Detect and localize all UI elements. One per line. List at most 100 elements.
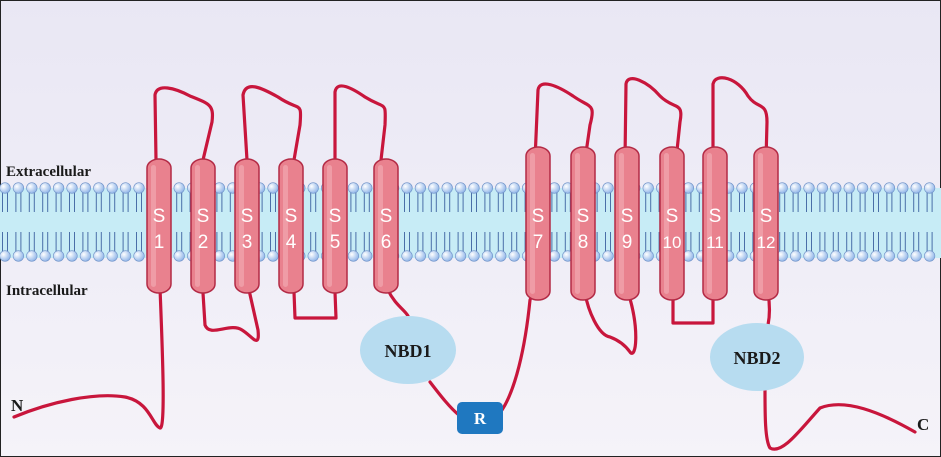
chain-loop xyxy=(153,86,215,162)
lipid-head xyxy=(883,182,896,194)
lipid-tail xyxy=(95,232,102,252)
segment-letter: S xyxy=(329,206,342,227)
lipid-head xyxy=(307,250,319,262)
lipid-head xyxy=(66,250,78,262)
lipid-head xyxy=(843,250,855,262)
lipid-head xyxy=(830,250,842,262)
lipid-tail xyxy=(136,192,142,212)
lipid-tail xyxy=(913,192,920,212)
segment-s1: S1 xyxy=(146,158,172,294)
lipid-tail xyxy=(899,232,906,252)
lipid-head xyxy=(789,250,802,262)
lipid-tail xyxy=(136,232,142,252)
lipid-tail xyxy=(216,232,223,252)
segment-number: 8 xyxy=(578,232,589,253)
segment-s4: S4 xyxy=(278,158,304,294)
lipid-tail xyxy=(404,192,410,212)
lipid-tail xyxy=(819,192,826,212)
lipid-tail xyxy=(859,232,866,252)
segment-s8: S8 xyxy=(570,146,596,301)
lipid-tail xyxy=(832,232,839,252)
nbd2-label: NBD2 xyxy=(733,348,780,368)
lipid-tail xyxy=(122,232,129,252)
lipid-head xyxy=(133,182,145,194)
lipid-head xyxy=(414,250,427,262)
lipid-head xyxy=(79,250,91,262)
segment-number: 4 xyxy=(286,232,297,253)
lipid-tail xyxy=(457,192,464,212)
lipid-tail xyxy=(2,192,8,212)
lipid-head xyxy=(52,182,65,194)
segment-highlight xyxy=(378,165,383,287)
chain-loop xyxy=(241,85,303,162)
lipid-head xyxy=(0,250,11,262)
chain-loop xyxy=(12,286,165,430)
lipid-tail xyxy=(430,232,437,252)
lipid-bilayer xyxy=(0,182,941,262)
lipid-tail xyxy=(82,192,89,212)
lipid-head xyxy=(347,182,360,194)
lipid-head xyxy=(910,250,922,262)
lipid-tail xyxy=(363,192,370,212)
lipid-tail xyxy=(69,232,75,252)
segment-number: 11 xyxy=(706,233,724,252)
lipid-tail xyxy=(69,192,75,212)
lipid-head xyxy=(119,250,132,262)
lipid-tail xyxy=(457,232,464,252)
lipid-tail xyxy=(471,232,477,252)
lipid-head xyxy=(401,250,413,262)
lipid-head xyxy=(0,182,11,194)
segment-s3: S3 xyxy=(234,158,260,294)
lipid-tail xyxy=(739,192,745,212)
lipid-head xyxy=(642,182,654,194)
lipid-head xyxy=(468,250,480,262)
lipid-head xyxy=(856,250,869,262)
lipid-tail xyxy=(417,232,424,252)
lipid-head xyxy=(803,250,815,262)
lipid-head xyxy=(897,250,909,262)
lipid-tail xyxy=(350,232,357,252)
lipid-tail xyxy=(685,232,692,252)
segment-letter: S xyxy=(709,206,722,227)
lipid-head xyxy=(106,182,118,194)
lipid-head xyxy=(468,182,480,194)
chain-loop xyxy=(292,290,338,320)
lipid-head xyxy=(816,182,829,194)
c-terminus-label: C xyxy=(917,415,929,434)
lipid-tail xyxy=(497,232,504,252)
lipid-tail xyxy=(792,232,799,252)
lipid-head xyxy=(428,250,440,262)
r-label: R xyxy=(474,409,487,428)
lipid-head xyxy=(173,250,185,262)
lipid-tail xyxy=(109,192,116,212)
lipid-head xyxy=(106,250,118,262)
lipid-head xyxy=(26,182,38,194)
lipid-tail xyxy=(685,192,692,212)
segment-number: 10 xyxy=(663,233,682,252)
chain-loop xyxy=(623,77,683,162)
lipid-tail xyxy=(792,192,799,212)
chain-loop xyxy=(386,288,410,318)
segment-highlight xyxy=(707,153,712,294)
lipid-tail xyxy=(350,192,357,212)
lipid-head xyxy=(93,182,105,194)
segment-highlight xyxy=(619,153,624,294)
segment-s7: S7 xyxy=(525,146,551,301)
lipid-head xyxy=(856,182,869,194)
lipid-tail xyxy=(15,192,22,212)
lipid-tail xyxy=(310,232,317,252)
segment-s6: S6 xyxy=(373,158,399,294)
segment-letter: S xyxy=(197,206,210,227)
chain-loop xyxy=(671,288,715,325)
lipid-head xyxy=(495,182,507,194)
segment-highlight xyxy=(758,153,763,294)
lipid-head xyxy=(93,250,105,262)
lipid-tail xyxy=(42,232,49,252)
chain-loop xyxy=(201,288,260,342)
lipid-tail xyxy=(310,192,317,212)
segment-letter: S xyxy=(532,206,545,227)
lipid-tail xyxy=(417,192,424,212)
extracellular-label: Extracellular xyxy=(6,164,91,180)
